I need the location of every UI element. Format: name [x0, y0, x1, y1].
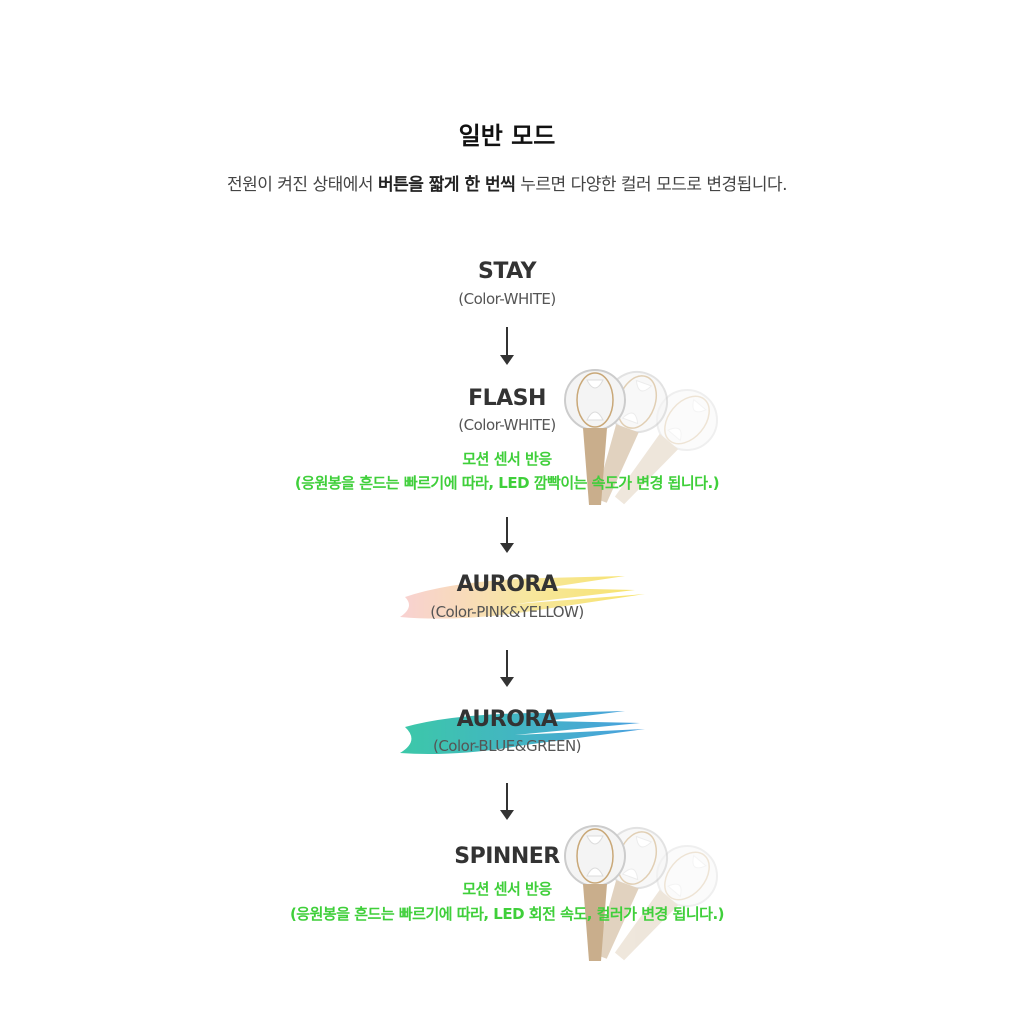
mode-name: FLASH — [468, 386, 546, 411]
arrow-down-icon — [500, 650, 514, 687]
mode-color: (Color-BLUE&GREEN) — [432, 737, 582, 755]
mode-name: SPINNER — [454, 844, 560, 869]
arrow-down-icon — [500, 517, 514, 553]
motion-desc: (응원봉을 흔드는 빠르기에 따라, LED 깜빡이는 속도가 변경 됩니다.) — [294, 474, 720, 492]
page-description: 전원이 켜진 상태에서 버튼을 짧게 한 번씩 누르면 다양한 컬러 모드로 변… — [0, 170, 1019, 195]
mode-name: AURORA — [456, 572, 558, 597]
motion-desc: (응원봉을 흔드는 빠르기에 따라, LED 회전 속도, 컬러가 변경 됩니다… — [289, 905, 725, 923]
motion-label: 모션 센서 반응 — [462, 450, 552, 468]
arrow-down-icon — [500, 783, 514, 820]
desc-bold: 버튼을 짧게 한 번씩 — [377, 175, 516, 195]
desc-text: 전원이 켜진 상태에서 — [226, 175, 378, 195]
desc-text: 누르면 다양한 컬러 모드로 변경됩니다. — [515, 175, 788, 195]
mode-color: (Color-WHITE) — [458, 290, 556, 308]
page-title: 일반 모드 — [458, 122, 556, 150]
pink-yellow-brush — [400, 576, 645, 619]
mode-name: STAY — [478, 259, 537, 284]
mode-color: (Color-PINK&YELLOW) — [430, 603, 584, 621]
mode-color: (Color-WHITE) — [458, 416, 556, 434]
mode-name: AURORA — [456, 707, 558, 732]
arrow-down-icon — [500, 327, 514, 365]
motion-label: 모션 센서 반응 — [462, 880, 552, 898]
blue-green-brush — [400, 711, 645, 754]
